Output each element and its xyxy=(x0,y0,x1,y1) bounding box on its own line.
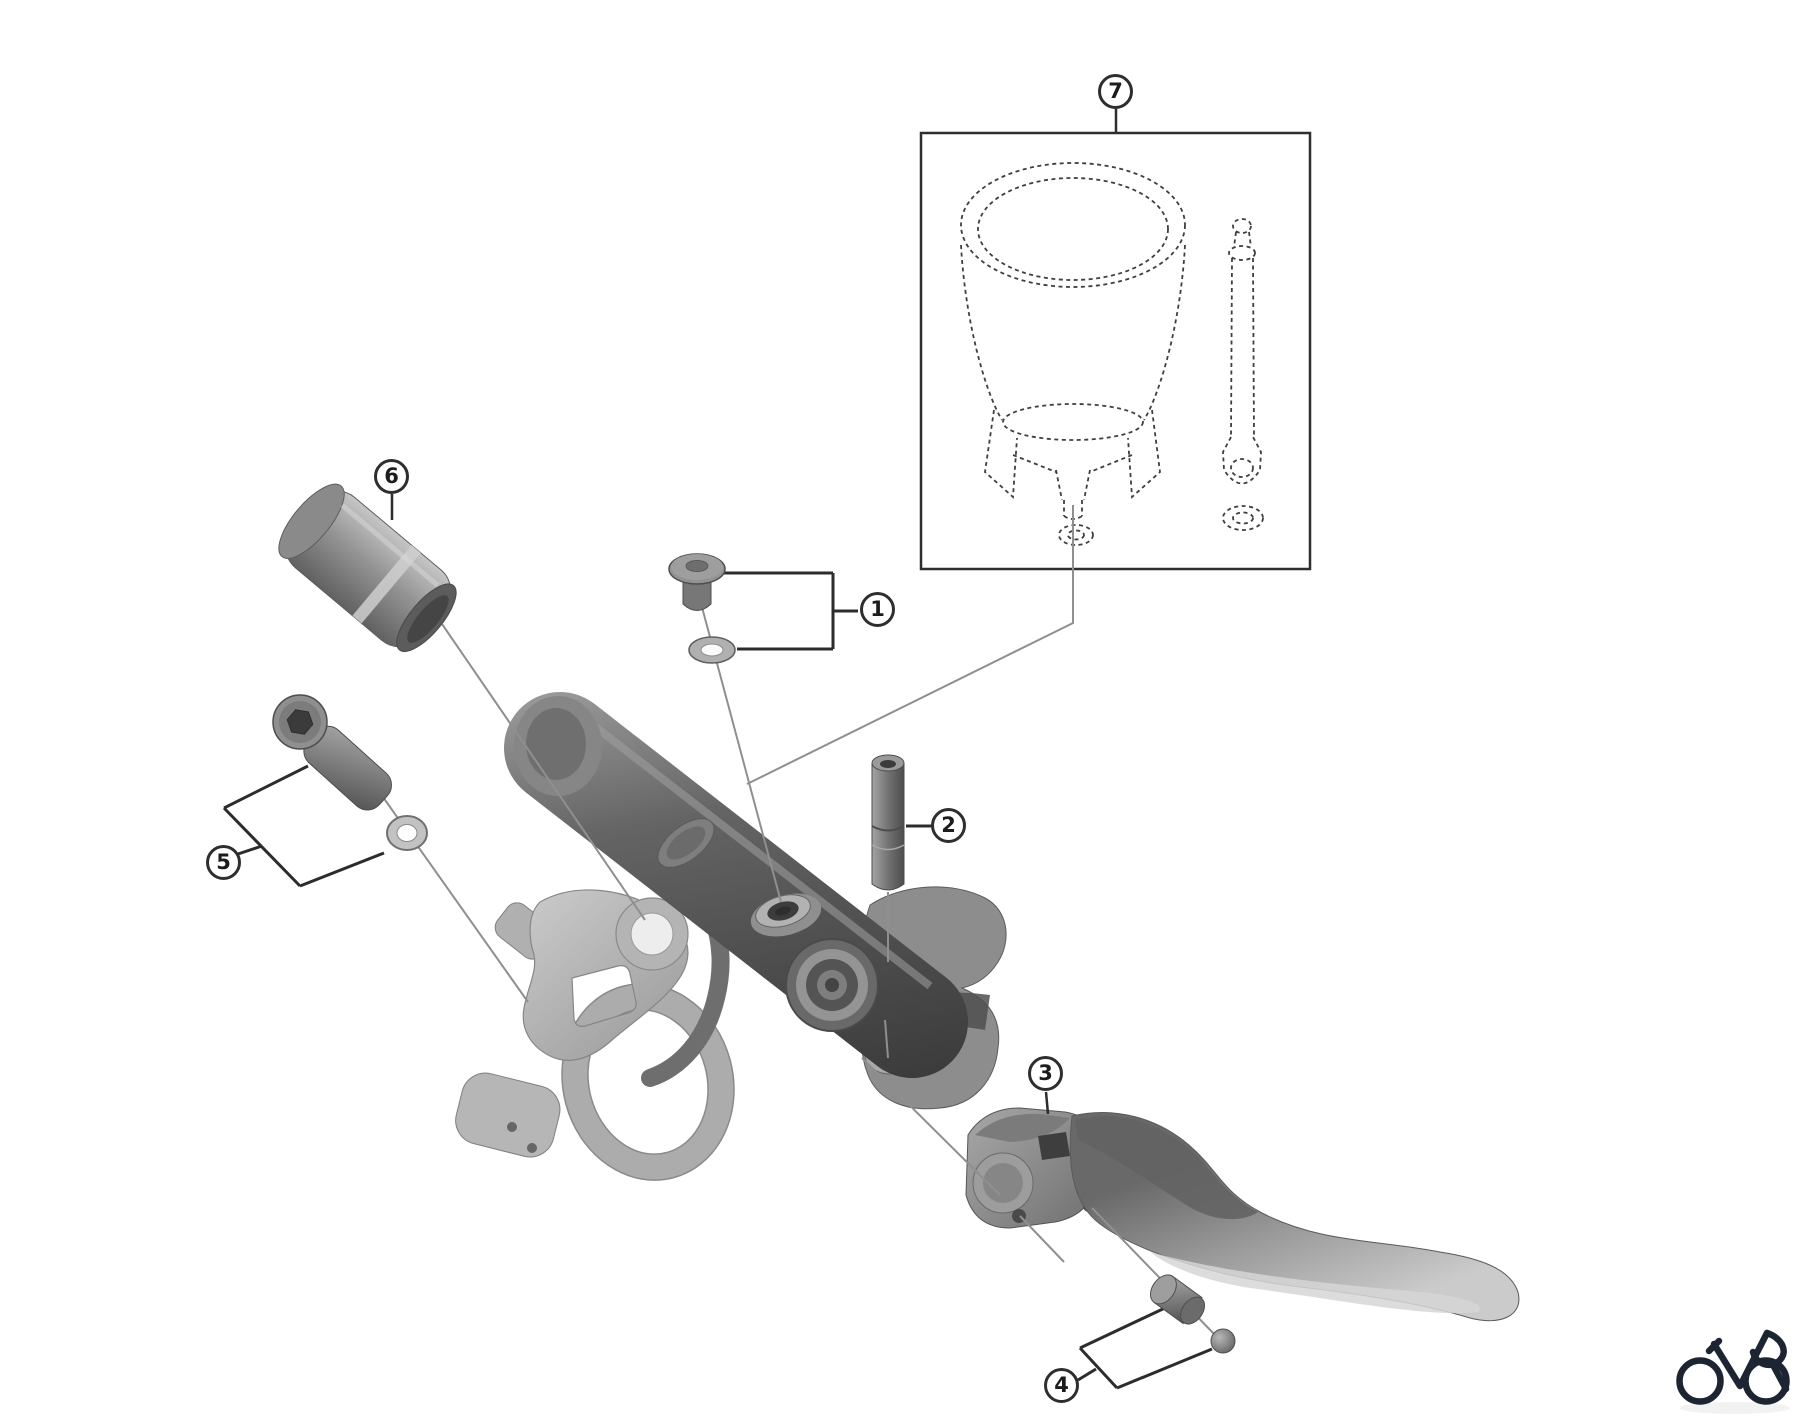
pivot-square-hole xyxy=(1038,1132,1070,1160)
clamp-ring xyxy=(561,983,735,1181)
callout-5: 5 xyxy=(206,845,241,880)
blade-top-ridge xyxy=(1075,1116,1258,1220)
pivot-pad xyxy=(972,1152,1034,1214)
bleed-port xyxy=(750,893,822,937)
logo-left-wheel xyxy=(1676,1357,1724,1405)
bleed-screw xyxy=(668,553,726,611)
bleed-plug xyxy=(1222,218,1262,485)
barrel-end-cap xyxy=(514,696,602,796)
leader-pin-path xyxy=(861,1057,1001,1196)
part7-kit-box xyxy=(919,131,1312,571)
callout-2: 2 xyxy=(931,808,966,843)
bracket-part4 xyxy=(1077,1305,1213,1390)
clamp-bolt xyxy=(272,694,392,811)
leader-adjuster-nut xyxy=(1019,1215,1065,1263)
callout-4: 4 xyxy=(1044,1368,1079,1403)
barrel-highlight xyxy=(581,714,933,990)
bike-logo xyxy=(1676,1329,1790,1414)
master-cylinder-assembly xyxy=(455,692,1007,1181)
filler-boss xyxy=(657,818,715,868)
callout-5-label: 5 xyxy=(216,850,231,874)
clamp-bolt-washer xyxy=(386,815,428,851)
callout-6: 6 xyxy=(374,459,409,494)
callout3-line xyxy=(1044,1091,1050,1115)
pivot-pin xyxy=(871,754,905,891)
callout-brackets xyxy=(222,494,1213,1390)
bracket-part5 xyxy=(222,764,385,888)
leader-lever-cover xyxy=(441,623,646,921)
funnel-oring xyxy=(1058,524,1094,546)
leader-pin-lower xyxy=(884,1019,889,1059)
lever-cover-boot xyxy=(278,483,457,652)
adjuster-nut xyxy=(1149,1274,1206,1325)
pivot-boss-top-face xyxy=(975,1113,1070,1142)
piston-rings xyxy=(785,938,879,1032)
plug-oring xyxy=(1222,505,1264,531)
hex-socket xyxy=(286,709,314,735)
leader-funnel xyxy=(746,505,1074,785)
callout-1-label: 1 xyxy=(870,597,885,621)
callout-2-label: 2 xyxy=(941,813,956,837)
brake-lever xyxy=(965,1107,1520,1322)
blade-highlight xyxy=(1150,1252,1481,1314)
callout-3: 3 xyxy=(1028,1056,1063,1091)
callout-1: 1 xyxy=(860,592,895,627)
leader-lines xyxy=(377,505,1217,1337)
clamp-hinge-lug xyxy=(455,1072,561,1158)
bracket-eye-ring xyxy=(615,897,689,971)
bracket-part1 xyxy=(718,571,858,651)
callout-6-label: 6 xyxy=(384,464,399,488)
callout-7-label: 7 xyxy=(1108,79,1123,103)
callout-3-label: 3 xyxy=(1038,1061,1053,1085)
bleed-funnel xyxy=(960,162,1186,520)
callout-4-label: 4 xyxy=(1054,1373,1069,1397)
logo-loop xyxy=(1749,1329,1787,1369)
adjuster-cap xyxy=(1210,1328,1236,1354)
callout-7: 7 xyxy=(1098,74,1133,109)
logo-leg xyxy=(1768,1359,1790,1393)
logo-frame xyxy=(1710,1329,1771,1390)
bleed-screw-oring xyxy=(688,636,736,664)
